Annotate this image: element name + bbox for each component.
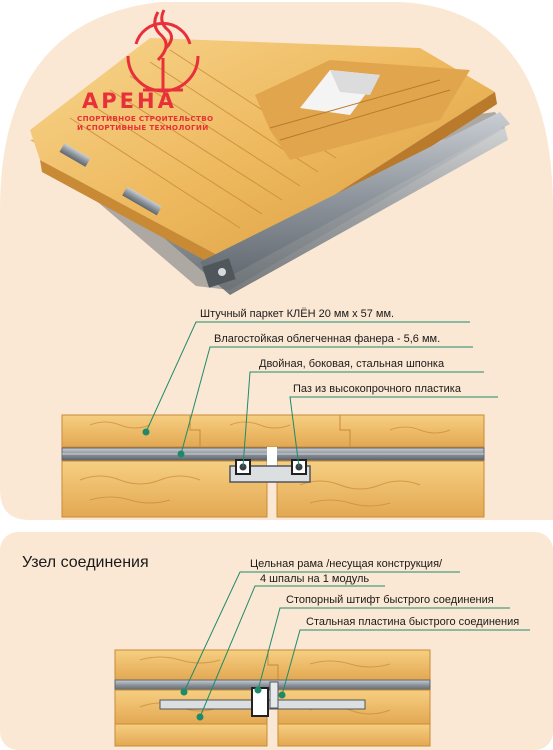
joint-cross-section [114, 649, 431, 747]
label-steel-plate: Стальная пластина быстрого соединения [306, 616, 520, 628]
floor-construction-art [0, 2, 553, 520]
label-plywood: Влагостойкая облегченная фанера - 5,6 мм… [214, 333, 441, 345]
logo-subtitle-line-1: СПОРТИВНОЕ СТРОИТЕЛЬСТВО [77, 114, 214, 123]
label-frame: Цельная рама /несущая конструкция/ [250, 558, 443, 570]
cross-section-top [61, 414, 485, 518]
label-plastic-groove: Паз из высокопрочного пластика [293, 383, 461, 395]
joint-leaders [183, 571, 530, 718]
logo-title: АРЕНА [82, 89, 177, 113]
label-sleepers: 4 шпалы на 1 модуль [260, 573, 370, 585]
logo-subtitle-line-2: И СПОРТИВНЫЕ ТЕХНОЛОГИИ [77, 123, 209, 132]
arena-logo-emblem [126, 9, 200, 93]
floor-illustration [30, 38, 510, 295]
joint-node-panel: Узел соединения Цельная рама /несущая ко… [0, 532, 553, 750]
label-steel-key: Двойная, боковая, стальная шпонка [259, 358, 445, 370]
joint-section-title: Узел соединения [22, 554, 149, 571]
top-leaders [145, 321, 498, 468]
joint-node-art [0, 532, 553, 750]
label-parquet: Штучный паркет КЛЁН 20 мм х 57 мм. [200, 308, 395, 320]
floor-construction-panel: АРЕНА СПОРТИВНОЕ СТРОИТЕЛЬСТВО И СПОРТИВ… [0, 2, 553, 520]
label-stop-pin: Стопорный штифт быстрого соединения [286, 594, 494, 606]
